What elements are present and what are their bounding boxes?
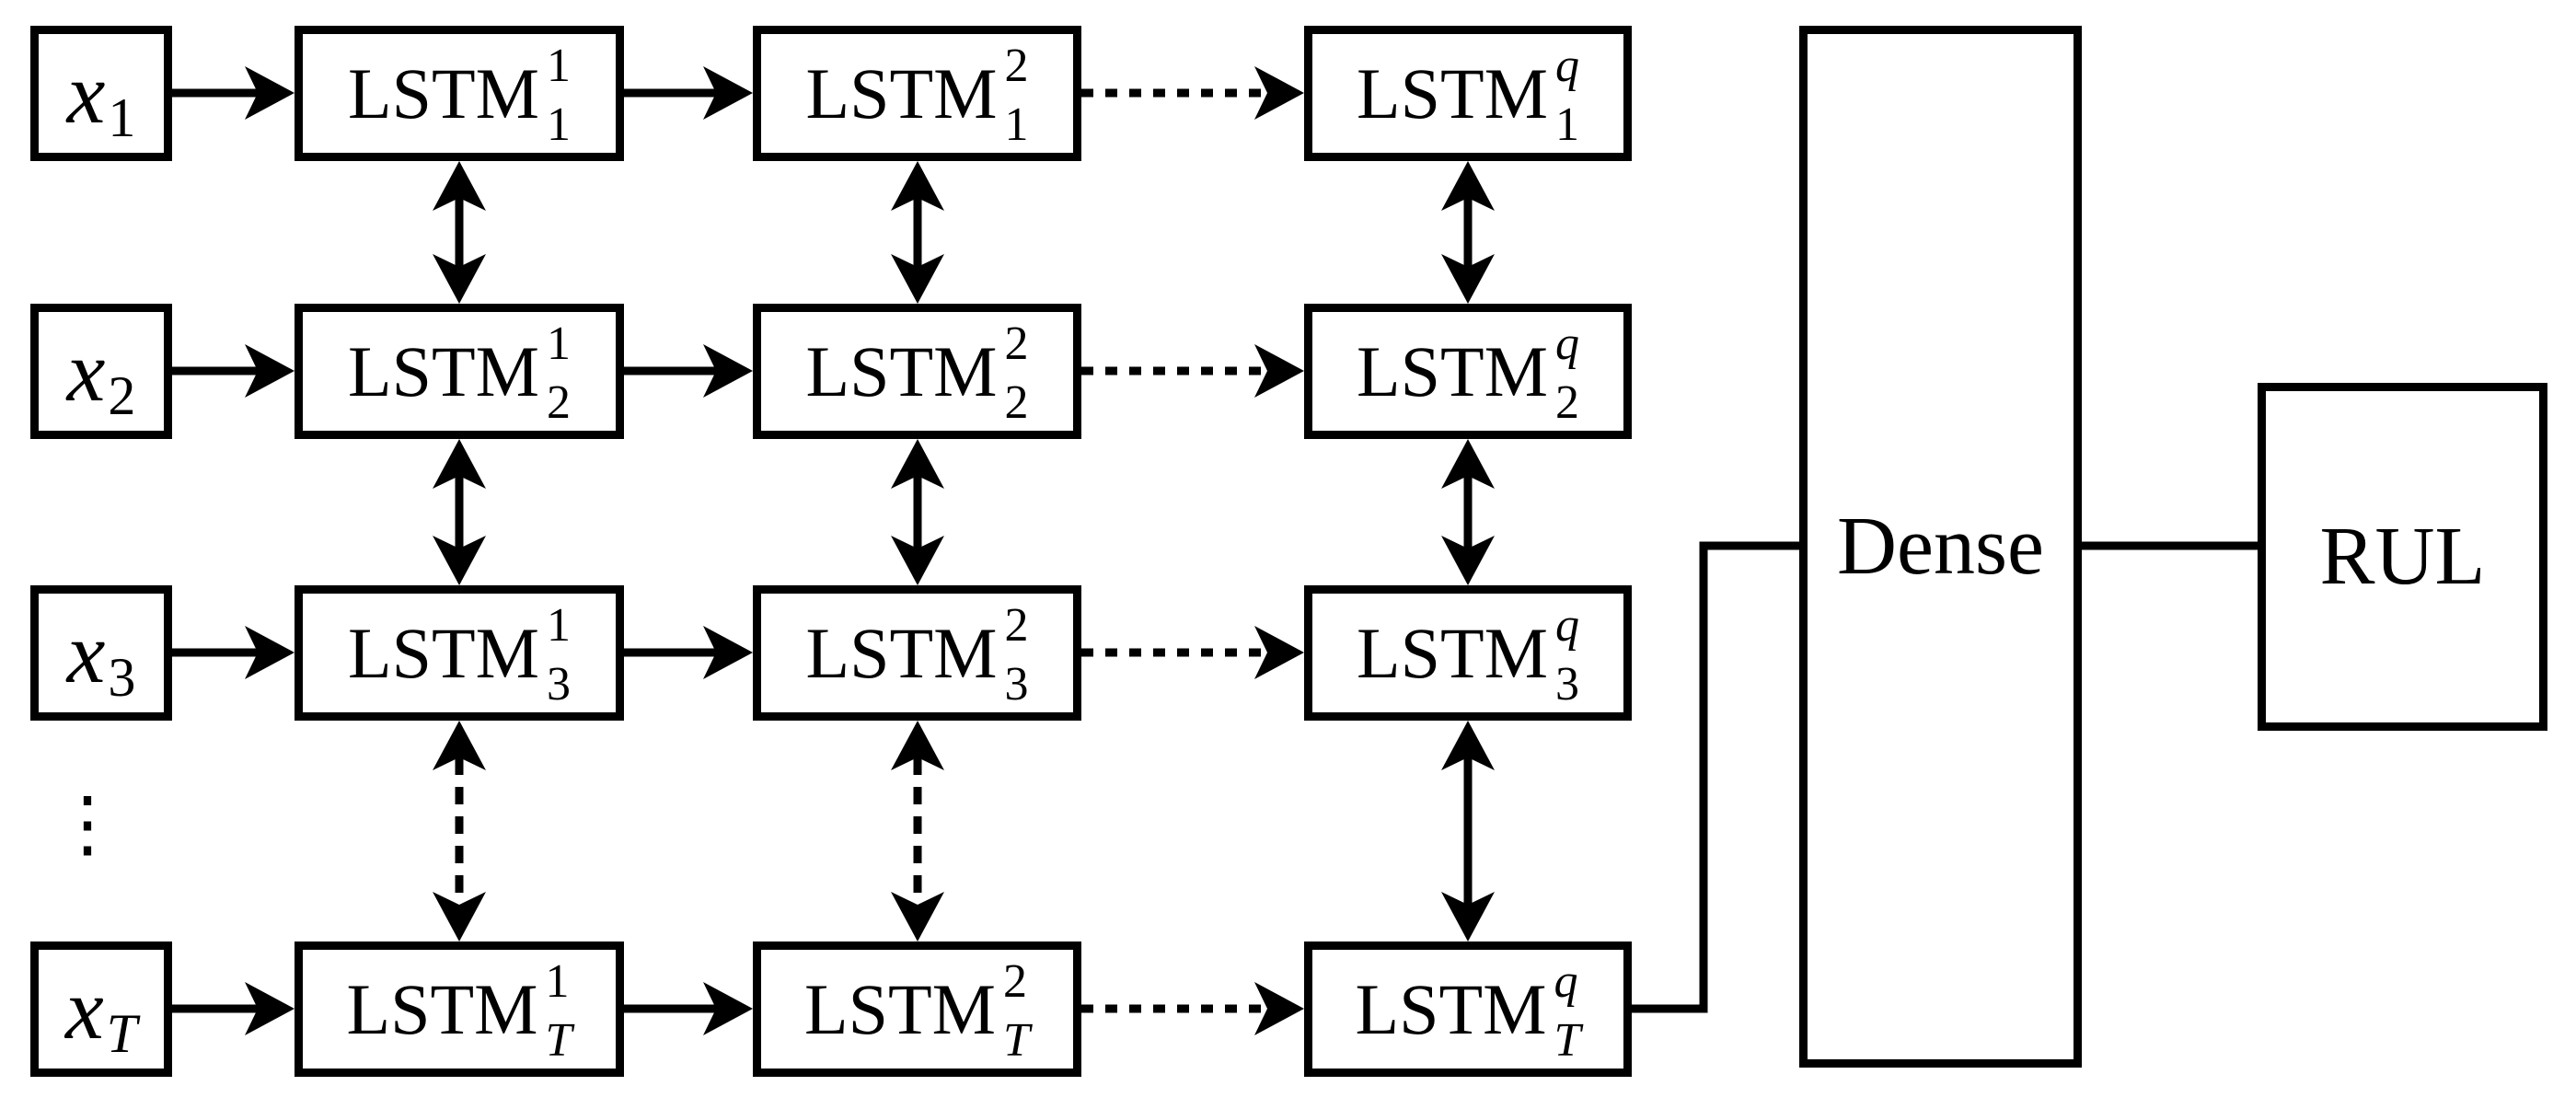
lstm-subscript: 1 [547, 98, 572, 151]
lstm-superscript: 2 [1004, 598, 1029, 652]
lstm-superscript: q [1554, 954, 1578, 1008]
input-subscript: T [106, 1002, 138, 1064]
lstm-superscript: 2 [1003, 954, 1028, 1008]
rul-label: RUL [2319, 511, 2486, 602]
lstm-label: LSTM [347, 52, 540, 133]
input-subscript: 3 [108, 646, 136, 708]
dense-label: Dense [1837, 501, 2044, 592]
lstm-label: LSTM [1356, 612, 1549, 693]
lstm-subscript: T [1554, 1013, 1581, 1067]
lstm-superscript: 1 [547, 598, 572, 652]
input-label: x [66, 45, 106, 142]
lstm-label: LSTM [805, 330, 998, 411]
lstm-superscript: 1 [545, 954, 570, 1008]
lstm-superscript: 1 [547, 39, 572, 92]
lstm-subscript: 3 [547, 657, 572, 710]
lstm-superscript: q [1555, 317, 1580, 370]
lstm-subscript: 3 [1004, 657, 1029, 710]
lstm-superscript: 2 [1004, 39, 1029, 92]
lstm-label: LSTM [1356, 330, 1549, 411]
lstm-subscript: 2 [1555, 375, 1580, 429]
lstm-label: LSTM [346, 968, 538, 1049]
lstm-label: LSTM [805, 52, 998, 133]
lstm-label: LSTM [1355, 968, 1547, 1049]
input-subscript: 2 [108, 364, 136, 426]
lstm-subscript: 2 [1004, 375, 1029, 429]
input-label: x [66, 605, 106, 701]
lstm-label: LSTM [347, 330, 540, 411]
lstm-subscript: 3 [1555, 657, 1580, 710]
lstm-label: LSTM [347, 612, 540, 693]
input-subscript: 1 [108, 87, 136, 148]
wire-lstm-tT-lq-to-dense [1632, 541, 1799, 1013]
lstm-subscript: 1 [1555, 98, 1580, 151]
input-label: x [64, 961, 104, 1057]
input-label: x [66, 323, 106, 420]
lstm-label: LSTM [804, 968, 997, 1049]
lstm-label: LSTM [805, 612, 998, 693]
lstm-superscript: q [1555, 598, 1580, 652]
lstm-superscript: q [1555, 39, 1580, 92]
rul-box: RUL [2258, 383, 2547, 731]
lstm-subscript: 2 [547, 375, 572, 429]
dense-box: Dense [1799, 26, 2082, 1068]
lstm-superscript: 2 [1004, 317, 1029, 370]
lstm-label: LSTM [1356, 52, 1549, 133]
lstm-subscript: 1 [1004, 98, 1029, 151]
vertical-ellipsis: ⋮ [51, 784, 124, 865]
lstm-subscript: T [545, 1013, 572, 1067]
lstm-superscript: 1 [547, 317, 572, 370]
lstm-subscript: T [1003, 1013, 1030, 1067]
